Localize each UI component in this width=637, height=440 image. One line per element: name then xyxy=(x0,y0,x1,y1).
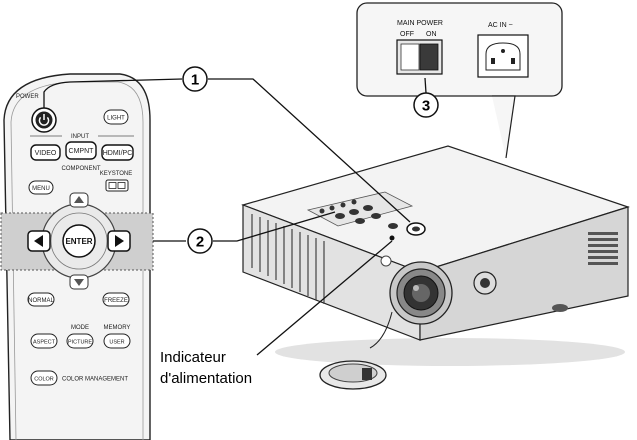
picture-button[interactable]: PICTURE xyxy=(66,333,94,349)
main-power-off-label: OFF xyxy=(400,31,414,38)
normal-label: NORMAL xyxy=(28,298,54,304)
callout-1: 1 xyxy=(182,66,208,92)
leader-lines xyxy=(43,77,427,356)
enter-button[interactable]: ENTER xyxy=(62,224,96,258)
front-vent xyxy=(251,214,325,304)
remote-sensor-icon xyxy=(380,255,392,267)
keystone-button[interactable] xyxy=(105,179,129,192)
indicator-line-2: d'alimentation xyxy=(160,370,252,387)
projector-lens xyxy=(389,261,453,325)
power-button[interactable] xyxy=(31,107,57,133)
cmpnt-button[interactable]: CMPNT xyxy=(65,141,97,160)
left-arrow-button[interactable] xyxy=(27,230,51,252)
freeze-button[interactable]: FREEZE xyxy=(102,292,130,307)
hdmi-pc-button[interactable]: HDMI/PC xyxy=(101,144,134,161)
main-power-switch[interactable] xyxy=(396,39,443,75)
lens-cap xyxy=(319,311,393,390)
color-label: COLOR xyxy=(34,377,54,383)
user-button[interactable]: USER xyxy=(103,333,131,349)
main-power-title: MAIN POWER xyxy=(397,20,443,27)
ac-in-socket xyxy=(477,34,529,78)
aspect-button[interactable]: ASPECT xyxy=(30,333,58,349)
left-arrow-icon xyxy=(34,235,43,247)
color-button[interactable]: COLOR xyxy=(30,370,58,386)
light-label: LIGHT xyxy=(107,116,125,122)
enter-label: ENTER xyxy=(65,237,92,246)
light-button[interactable]: LIGHT xyxy=(103,109,129,125)
down-arrow-button[interactable] xyxy=(69,274,89,290)
input-label: INPUT xyxy=(71,134,89,140)
projector-power-button[interactable] xyxy=(406,222,426,236)
direction-pad: ENTER xyxy=(27,192,131,290)
callout-3: 3 xyxy=(413,92,439,118)
hdmi-pc-label: HDMI/PC xyxy=(103,150,133,157)
mode-label: MODE xyxy=(71,325,89,331)
callout-2: 2 xyxy=(187,228,213,254)
ac-in-label: AC IN ~ xyxy=(488,22,513,29)
zoom-focus-ring[interactable] xyxy=(473,271,497,295)
right-arrow-button[interactable] xyxy=(107,230,131,252)
up-arrow-icon xyxy=(74,196,84,203)
menu-label: MENU xyxy=(32,186,50,192)
color-management-label: COLOR MANAGEMENT xyxy=(62,377,128,383)
cmpnt-label: CMPNT xyxy=(69,148,95,155)
right-arrow-icon xyxy=(115,235,124,247)
main-power-panel: MAIN POWER OFF ON AC IN ~ xyxy=(356,2,563,159)
up-arrow-button[interactable] xyxy=(69,192,89,208)
power-indicator-led xyxy=(389,235,395,241)
indicator-line-1: Indicateur xyxy=(160,349,226,366)
power-indicator-label: Indicateur d'alimentation xyxy=(160,349,252,387)
menu-button[interactable]: MENU xyxy=(28,180,54,195)
projector xyxy=(241,145,630,390)
callout-2-label: 2 xyxy=(196,234,204,251)
power-icon xyxy=(38,114,50,126)
picture-label: PICTURE xyxy=(68,340,92,346)
user-label: USER xyxy=(109,340,124,346)
normal-button[interactable]: NORMAL xyxy=(27,292,55,307)
keystone-label: KEYSTONE xyxy=(100,171,133,177)
remote-control: POWER LIGHT INPUT VIDEO CMPNT xyxy=(0,73,154,440)
callout-3-label: 3 xyxy=(422,98,430,115)
callout-1-label: 1 xyxy=(191,72,199,89)
main-power-on-label: ON xyxy=(426,31,437,38)
freeze-label: FREEZE xyxy=(104,298,128,304)
memory-label: MEMORY xyxy=(104,325,131,331)
down-arrow-icon xyxy=(74,279,84,286)
aspect-label: ASPECT xyxy=(33,340,56,346)
keystone-icon xyxy=(108,182,126,189)
video-label: VIDEO xyxy=(35,150,57,157)
side-vent xyxy=(588,232,618,265)
component-label: COMPONENT xyxy=(62,166,101,172)
power-label: POWER xyxy=(16,94,39,100)
video-button[interactable]: VIDEO xyxy=(30,144,61,161)
